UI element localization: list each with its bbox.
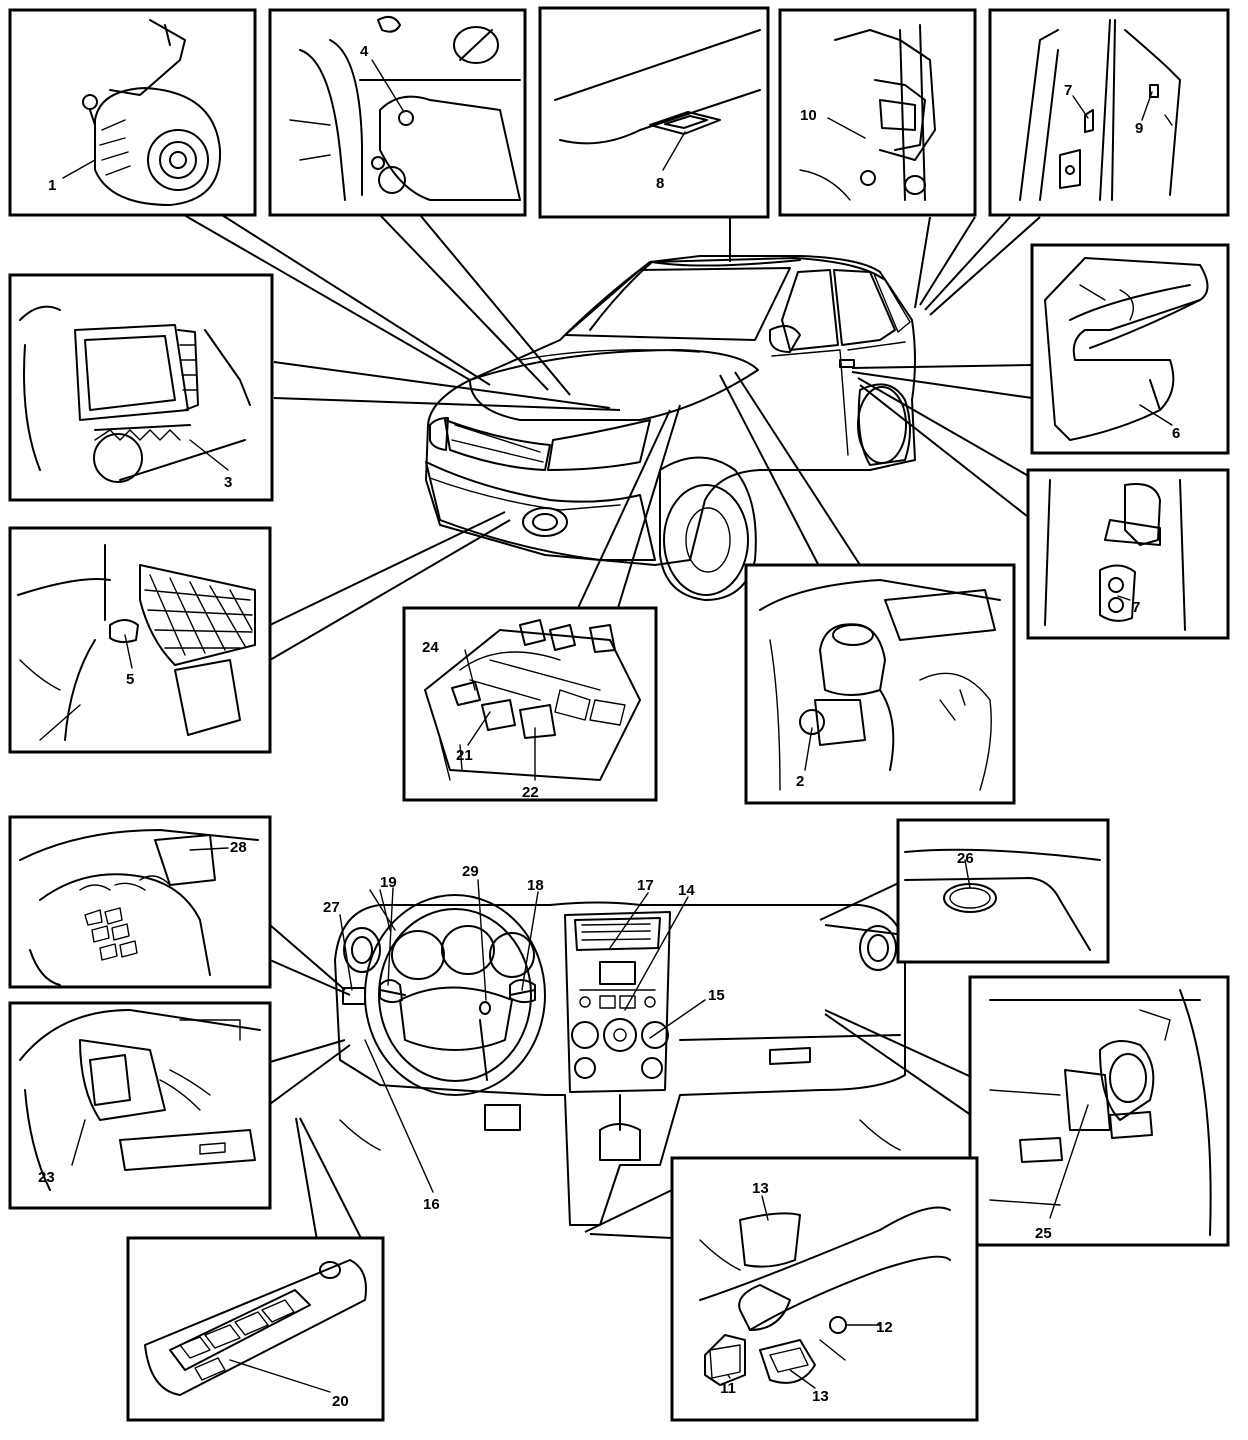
callout-20: 20 — [332, 1393, 349, 1410]
panel-item-26 — [896, 818, 1110, 964]
callout-24: 24 — [422, 639, 439, 656]
callout-27: 27 — [323, 899, 340, 916]
callout-11: 11 — [720, 1380, 736, 1397]
callout-7a: 7 — [1064, 82, 1072, 99]
callout-3: 3 — [224, 474, 232, 491]
panel-item-5 — [8, 526, 272, 754]
panel-item-8 — [538, 6, 770, 219]
callout-9: 9 — [1135, 120, 1143, 137]
panel-item-28 — [8, 815, 272, 989]
panel-item-23 — [8, 1001, 272, 1210]
panel-alternator — [8, 8, 257, 217]
panel-items-21-22-24 — [402, 606, 658, 802]
callout-21: 21 — [456, 747, 473, 764]
callout-labels: 1 4 8 10 7 9 3 6 5 7 24 21 22 2 28 19 29… — [38, 43, 1180, 1410]
callout-18: 18 — [527, 877, 544, 894]
panel-items-11-12-13 — [670, 1156, 979, 1422]
callout-5: 5 — [126, 671, 134, 688]
callout-25: 25 — [1035, 1225, 1052, 1242]
panel-item-6 — [1030, 243, 1230, 455]
callout-leaders — [62, 59, 1173, 1393]
panel-item-4 — [268, 8, 527, 217]
panel-item-20 — [126, 1236, 385, 1422]
panel-items-7-9 — [988, 8, 1230, 217]
vehicle-illustration — [425, 255, 916, 601]
callout-7b: 7 — [1132, 599, 1140, 616]
callout-16: 16 — [423, 1196, 440, 1213]
callout-6: 6 — [1172, 425, 1180, 442]
callout-29: 29 — [462, 863, 479, 880]
callout-19: 19 — [380, 874, 397, 891]
callout-28: 28 — [230, 839, 247, 856]
callout-12: 12 — [876, 1319, 893, 1336]
callout-2: 2 — [796, 773, 804, 790]
callout-1: 1 — [48, 177, 56, 194]
callout-26: 26 — [957, 850, 974, 867]
panel-item-2 — [744, 563, 1016, 805]
callout-15: 15 — [708, 987, 725, 1004]
callout-13b: 13 — [812, 1388, 829, 1405]
callout-4: 4 — [360, 43, 369, 60]
panel-item-3 — [8, 273, 274, 502]
panel-item-10 — [778, 8, 977, 217]
panel-item-7-lower — [1026, 468, 1230, 640]
callout-13a: 13 — [752, 1180, 769, 1197]
callout-8: 8 — [656, 175, 664, 192]
callout-23: 23 — [38, 1169, 55, 1186]
callout-17: 17 — [637, 877, 654, 894]
callout-14: 14 — [678, 882, 695, 899]
callout-22: 22 — [522, 784, 539, 801]
panel-item-25 — [968, 975, 1230, 1247]
callout-10: 10 — [800, 107, 817, 124]
